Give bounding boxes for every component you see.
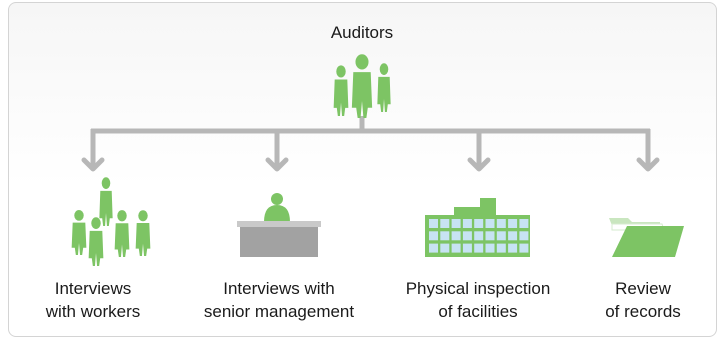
factory-window [429, 231, 438, 241]
factory-window [440, 243, 450, 253]
factory-window [451, 243, 461, 253]
records-folder-icon [609, 218, 684, 257]
factory-window [474, 219, 484, 228]
factory-window [440, 219, 450, 228]
factory-building-icon [425, 198, 530, 257]
factory-window [440, 231, 450, 241]
auditors-group-icon [333, 54, 391, 118]
factory-window [496, 219, 506, 228]
factory-window [474, 243, 484, 253]
connector-lines [90, 116, 651, 168]
factory-window [451, 219, 461, 228]
factory-window [462, 231, 472, 241]
factory-window [508, 219, 518, 228]
factory-window [485, 231, 495, 241]
factory-window [429, 219, 438, 228]
factory-window [519, 243, 529, 253]
manager-at-desk-icon [237, 193, 321, 257]
factory-window [429, 243, 438, 253]
arrow-heads [81, 157, 660, 172]
branch-label-facilities: Physical inspection of facilities [405, 279, 551, 321]
factory-window [519, 219, 529, 228]
factory-window [519, 231, 529, 241]
branch-label-records: Review of records [605, 279, 681, 321]
factory-window [462, 243, 472, 253]
factory-window [462, 219, 472, 228]
factory-window [485, 219, 495, 228]
factory-window [496, 243, 506, 253]
factory-window [508, 243, 518, 253]
factory-window [496, 231, 506, 241]
factory-window [451, 231, 461, 241]
factory-window [474, 231, 484, 241]
root-label-auditors: Auditors [330, 23, 394, 42]
factory-window [508, 231, 518, 241]
factory-window [485, 243, 495, 253]
branch-label-workers: Interviews with workers [45, 279, 141, 321]
workers-group-icon [71, 177, 151, 266]
branch-label-senior-management: Interviews with senior management [203, 279, 355, 321]
